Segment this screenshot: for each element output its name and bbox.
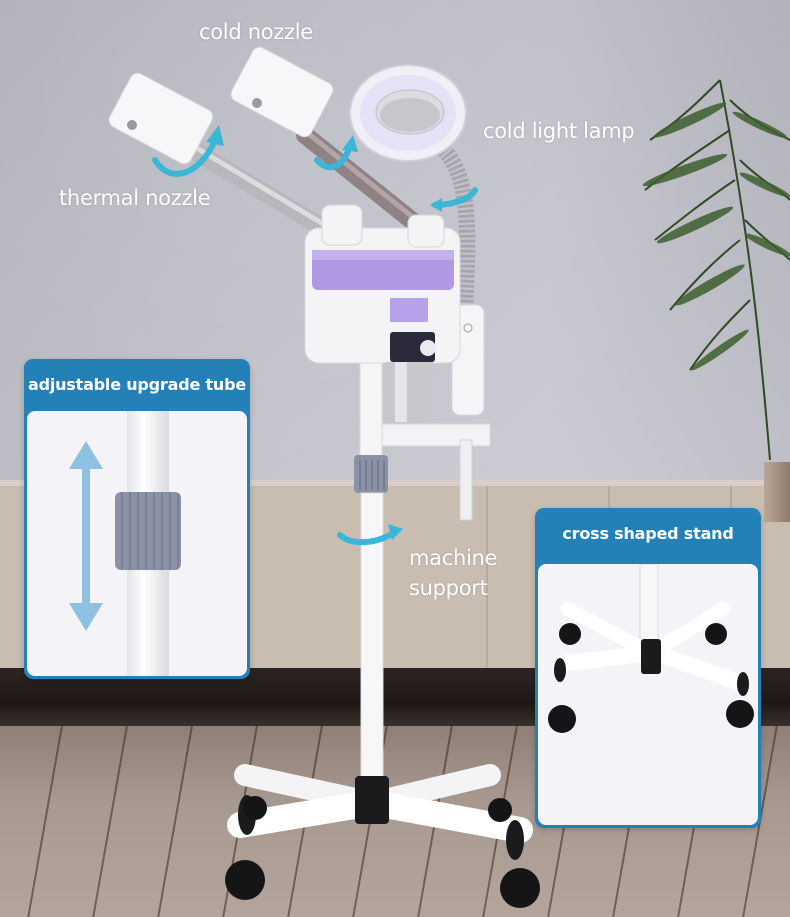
- thermal-nozzle-arm: [108, 72, 344, 244]
- tube-detail-image: [27, 411, 247, 676]
- card-title: adjustable upgrade tube: [27, 374, 247, 394]
- stand-detail-image: [538, 564, 758, 825]
- card-title: cross shaped stand: [562, 523, 734, 543]
- cross-base: [225, 764, 540, 908]
- cross-stand-card: cross shaped stand: [535, 508, 761, 828]
- up-down-arrow-icon: [69, 441, 103, 631]
- cold-light-lamp-label: cold light lamp: [483, 119, 635, 143]
- adjustable-tube-card: adjustable upgrade tube: [24, 359, 250, 679]
- thermal-nozzle-label: thermal nozzle: [59, 186, 211, 210]
- cross-stand-illustration: [548, 564, 754, 733]
- tube-collar: [115, 492, 181, 570]
- cold-nozzle-label: cold nozzle: [199, 20, 313, 44]
- cold-light-lamp: [349, 64, 467, 162]
- plant-icon: [642, 79, 790, 460]
- plant-pot: [764, 462, 790, 522]
- machine-support-label: machine support: [409, 546, 498, 600]
